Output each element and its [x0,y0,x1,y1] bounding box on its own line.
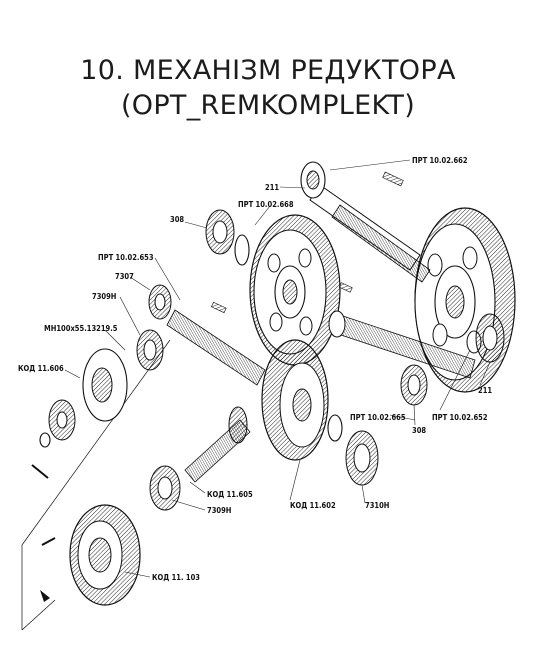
label-kod-11-606: КОД 11.606 [18,364,64,373]
label-308-left: 308 [170,215,184,224]
label-prt-10-02-653: ПРТ 10.02.653 [98,253,154,262]
label-7307: 7307 [115,272,134,281]
label-308-right: 308 [412,426,426,435]
label-7309h-top: 7309Н [92,292,117,301]
label-mh100: МН100х55.13219.5 [44,324,118,333]
bearing-7310h [327,414,379,486]
exploded-gearbox-diagram: ПРТ 10.02.662 211 ПРТ 10.02.668 308 ПРТ … [18,156,516,631]
flange-cover [31,348,128,479]
bearing-308-left [205,209,250,266]
page-subtitle: (OPT_REMKOMPLEKT) [120,90,416,121]
leader-lines [64,159,491,578]
label-7310h: 7310Н [365,501,390,510]
label-prt-10-02-665: ПРТ 10.02.665 [350,413,406,422]
left-shaft [136,282,353,386]
label-prt-10-02-668: ПРТ 10.02.668 [238,200,294,209]
page-title: 10. МЕХАНІЗМ РЕДУКТОРА [80,55,456,86]
label-211-right: 211 [478,386,492,395]
pinion-shaft [149,406,251,511]
label-kod-11-605: КОД 11.605 [207,490,253,499]
part-labels: ПРТ 10.02.662 211 ПРТ 10.02.668 308 ПРТ … [18,156,492,582]
label-kod-11-602: КОД 11.602 [290,501,336,510]
label-7309h-bottom: 7309Н [207,506,232,515]
label-kod-11-103: КОД 11. 103 [152,573,200,582]
middle-gear [249,214,341,366]
right-shaft [328,310,505,406]
label-prt-10-02-652: ПРТ 10.02.652 [432,413,488,422]
perspective-frame [21,339,171,631]
top-shaft [300,161,431,283]
label-prt-10-02-662: ПРТ 10.02.662 [412,156,468,165]
bevel-gear [261,339,329,461]
bottom-housing [40,504,141,606]
label-211-top: 211 [265,183,279,192]
